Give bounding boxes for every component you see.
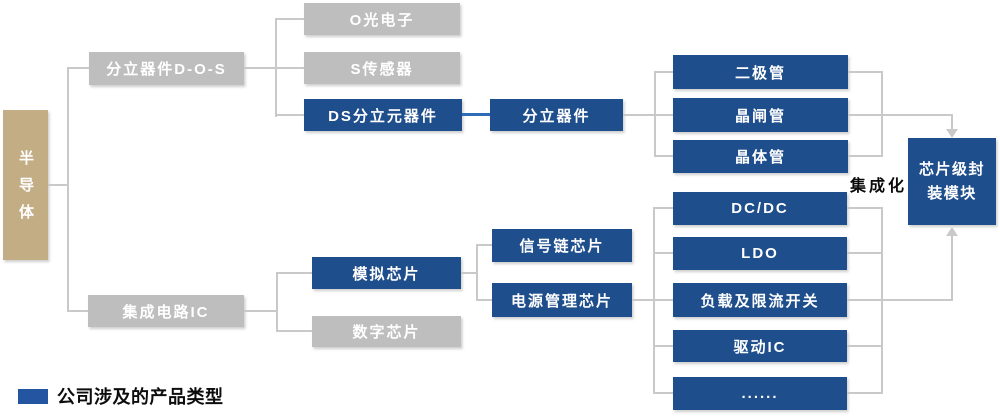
connector-line [653, 252, 673, 254]
node-chip-module: 芯片级封装模块 [908, 138, 996, 225]
connector-line [276, 272, 312, 274]
connector-line [847, 299, 883, 301]
node-diode: 二极管 [673, 55, 848, 89]
connector-line [848, 155, 883, 157]
node-discrete-dos: 分立器件D-O-S [89, 52, 244, 85]
connector-line [653, 345, 673, 347]
connector-line [654, 114, 673, 116]
node-sensor: S传感器 [304, 52, 460, 84]
node-more: ...... [673, 377, 847, 410]
connector-line [275, 67, 304, 69]
connector-line [653, 207, 673, 209]
connector-line [623, 114, 656, 116]
connector-line [653, 299, 673, 301]
node-semiconductor: 半导体 [3, 110, 48, 260]
connector-line [244, 310, 278, 312]
node-integrated-circuit: 集成电路IC [88, 295, 244, 327]
connector-line [951, 236, 953, 301]
legend-swatch [18, 389, 48, 404]
connector-line [275, 114, 304, 116]
connector-line [48, 184, 68, 186]
connector-line [653, 392, 673, 394]
connector-line [881, 114, 953, 116]
connector-line [848, 114, 883, 116]
connector-line [847, 392, 883, 394]
node-power-mgmt: 电源管理芯片 [492, 283, 632, 317]
node-thyristor: 晶闸管 [673, 98, 848, 132]
node-ds-discrete: DS分立元器件 [304, 99, 462, 131]
node-signal-chain: 信号链芯片 [492, 229, 632, 262]
connector-line [275, 18, 304, 20]
integration-label: 集成化 [850, 178, 908, 195]
node-dcdc: DC/DC [673, 192, 847, 225]
connector-line [461, 272, 478, 274]
connector-line [881, 299, 953, 301]
node-digital-chip: 数字芯片 [312, 316, 461, 347]
connector-line [67, 310, 88, 312]
legend-label: 公司涉及的产品类型 [57, 387, 224, 407]
node-optoelectronics: O光电子 [304, 3, 460, 35]
connector-line [654, 71, 673, 73]
node-driver-ic: 驱动IC [673, 330, 847, 362]
node-discrete-device: 分立器件 [490, 99, 623, 131]
connector-line [654, 155, 673, 157]
connector-line [847, 207, 883, 209]
connector-line [67, 67, 69, 312]
connector-line [632, 299, 655, 301]
connector-line [67, 67, 89, 69]
node-load-switch: 负载及限流开关 [673, 283, 847, 317]
arrow-up-icon [946, 227, 958, 236]
connector-line-blue [462, 113, 490, 116]
connector-line [276, 272, 278, 332]
connector-line [476, 244, 492, 246]
arrow-down-icon [946, 129, 958, 138]
connector-line [847, 345, 883, 347]
node-ldo: LDO [673, 237, 847, 270]
connector-line [847, 252, 883, 254]
connector-line [476, 244, 478, 301]
connector-line [276, 330, 312, 332]
connector-line [476, 299, 492, 301]
connector-line [848, 71, 883, 73]
node-transistor: 晶体管 [673, 140, 848, 173]
node-analog-chip: 模拟芯片 [312, 257, 461, 289]
connector-line [951, 114, 953, 130]
connector-line [244, 67, 277, 69]
